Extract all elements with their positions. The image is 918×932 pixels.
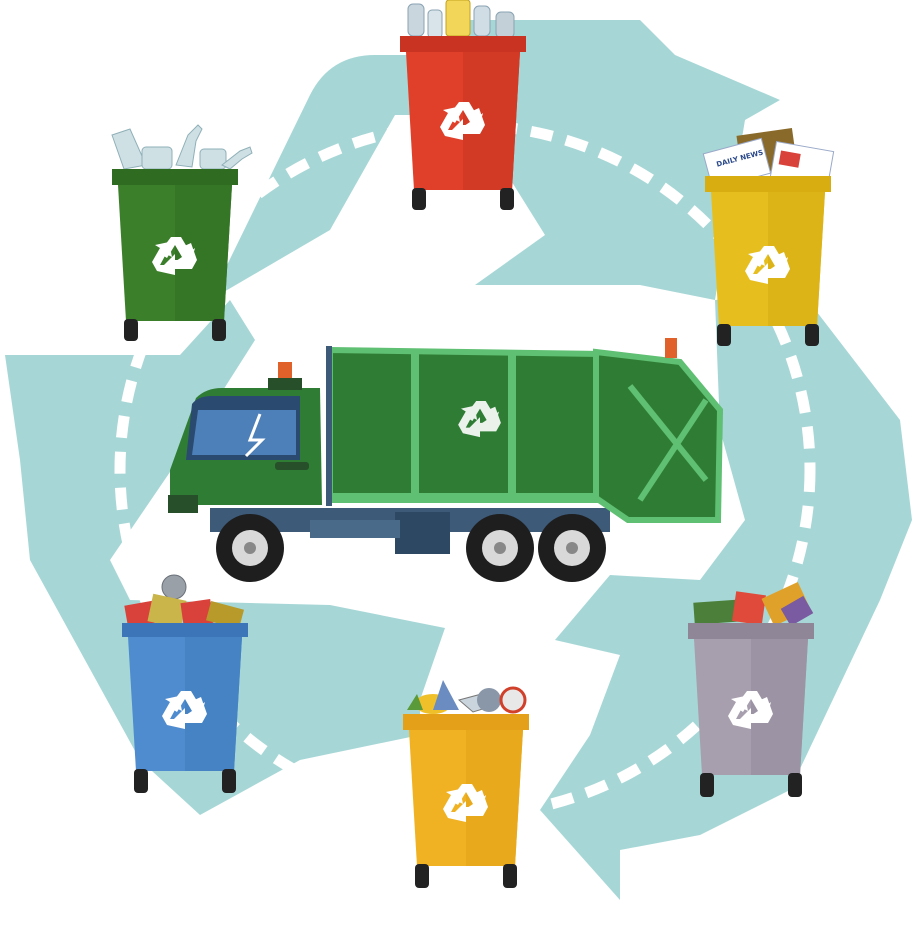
garbage-truck-icon	[168, 338, 724, 582]
newspaper-icon: DAILY NEWS	[702, 128, 835, 190]
truck-wheel	[466, 514, 534, 582]
gray-recycling-bin	[688, 581, 814, 797]
blue-recycling-bin	[122, 574, 248, 793]
arrow-right	[540, 290, 912, 900]
metal-cans-icon	[124, 574, 245, 630]
yellow-recycling-bin: DAILY NEWS	[702, 128, 835, 346]
orange-recycling-bin	[403, 680, 529, 888]
arrow-top	[210, 20, 780, 300]
glass-bottles-icon	[111, 124, 253, 170]
truck-wheel	[538, 514, 606, 582]
truck-wheel	[216, 514, 284, 582]
green-recycling-bin	[111, 124, 253, 341]
red-recycling-bin	[400, 0, 526, 210]
metal-cans-icon	[693, 581, 814, 627]
food-waste-icon	[407, 680, 527, 714]
plastic-bottles-icon	[407, 0, 515, 39]
recycling-arrows	[5, 20, 912, 900]
arrow-left	[5, 300, 445, 815]
